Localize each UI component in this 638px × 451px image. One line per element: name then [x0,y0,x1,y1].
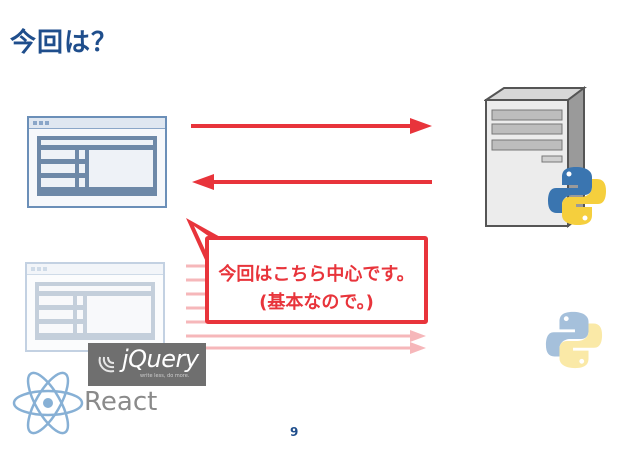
browser-titlebar [27,264,163,275]
jquery-logo-icon: jQuery write less, do more. [88,343,206,386]
jquery-swirl-icon [98,356,115,373]
python-logo-faded-icon [545,311,603,369]
python-logo-icon [548,167,606,225]
react-label: React [84,387,158,417]
page-number: 9 [290,425,299,439]
request-arrow [191,118,432,134]
browser-content-panel [35,282,155,340]
jquery-label: jQuery [122,345,199,373]
slide-title: 今回は？ [10,28,119,58]
browser-content-panel [37,136,157,196]
callout-line-2: (基本なので。) [259,292,374,313]
react-logo-icon [12,371,84,435]
browser-window-icon [27,116,167,208]
browser-titlebar [29,118,165,129]
jquery-tagline: write less, do more. [140,373,190,379]
response-arrow [192,174,432,190]
callout-box: 今回はこちら中心です。 (基本なので。) [205,236,428,324]
callout-line-1: 今回はこちら中心です。 [218,264,415,285]
browser-window-faded-icon [25,262,165,352]
